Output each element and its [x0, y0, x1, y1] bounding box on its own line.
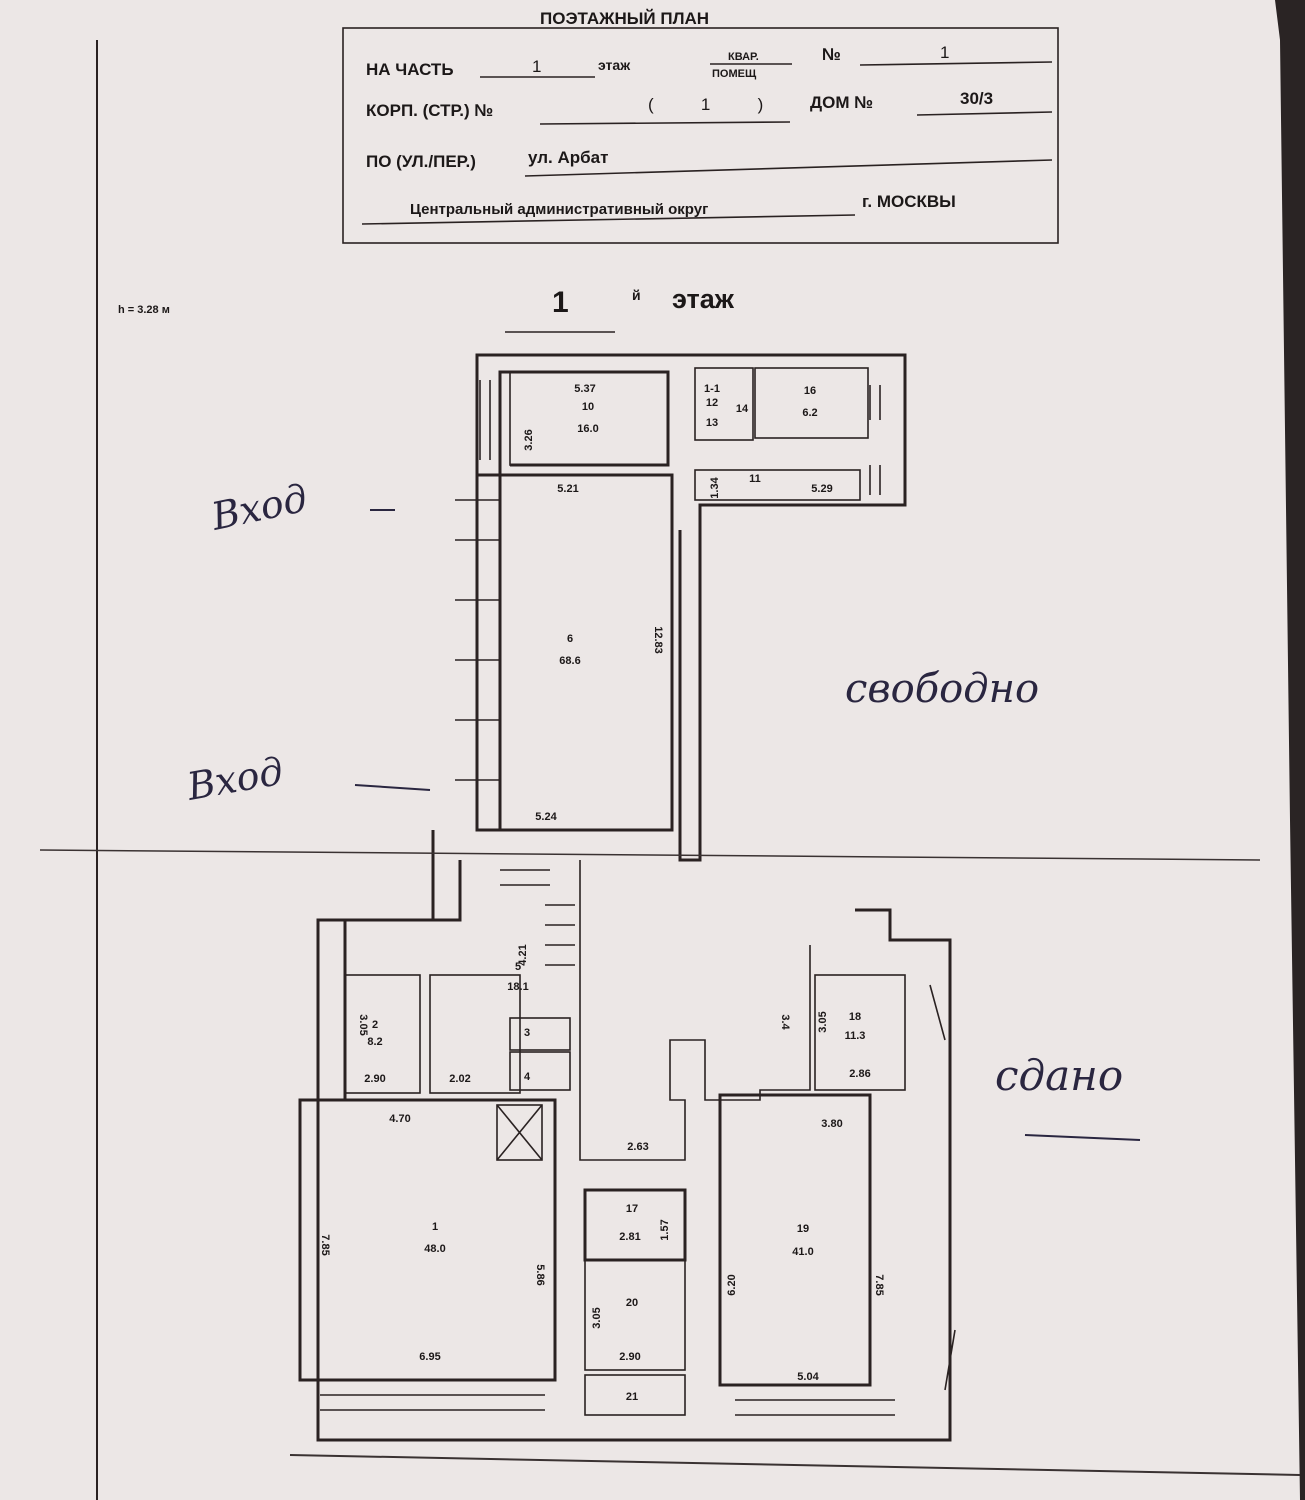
- dimension: 2.90: [364, 1073, 385, 1085]
- room-number: 1: [432, 1221, 438, 1233]
- floor-word: этаж: [672, 284, 735, 314]
- dimension: 4.70: [389, 1113, 410, 1125]
- city-label: г. МОСКВЫ: [862, 192, 956, 211]
- dimension: 4.21: [517, 944, 529, 965]
- dimension: 2.02: [449, 1073, 470, 1085]
- room-area: 8.2: [367, 1036, 382, 1048]
- fold-line: [39, 849, 1261, 861]
- room-label: 12: [706, 397, 718, 409]
- dimension: 3.05: [817, 1011, 829, 1032]
- room-area: 41.0: [792, 1246, 813, 1258]
- dimension: 3.4: [779, 1014, 791, 1030]
- dimension: 2.63: [627, 1141, 648, 1153]
- dimension: 7.85: [873, 1274, 885, 1295]
- dimension: 5.04: [797, 1371, 819, 1383]
- room-number: 19: [797, 1223, 809, 1235]
- na-chast-label: НА ЧАСТЬ: [366, 60, 454, 79]
- dimension: 5.21: [557, 483, 578, 495]
- room-label: 11: [749, 473, 761, 485]
- korp-value: ( 1 ): [648, 95, 763, 114]
- room-label: 1-1: [704, 383, 720, 395]
- dimension: 1.57: [659, 1219, 671, 1240]
- dimension: 2.86: [849, 1068, 870, 1080]
- room-label: 20: [626, 1297, 638, 1309]
- room-label: 13: [706, 417, 718, 429]
- kvar-label: КВАР.: [728, 51, 759, 63]
- header-form: ПОЭТАЖНЫЙ ПЛАН НА ЧАСТЬ 1 этаж КВАР. ПОМ…: [342, 9, 1059, 244]
- room-number: 6.2: [802, 407, 817, 419]
- dom-label: ДОМ №: [810, 93, 873, 112]
- korp-label: КОРП. (СТР.) №: [366, 101, 493, 120]
- dimension: 5.29: [811, 483, 832, 495]
- number-label: №: [822, 45, 841, 64]
- room-label: 4: [524, 1071, 531, 1083]
- handwritten-rented: сдано: [995, 1051, 1123, 1100]
- room-labels: 10 16.0 16 6.2 6 68.6 5 18.1 2 8.2 18 11…: [367, 383, 865, 1403]
- room-label: 17: [626, 1203, 638, 1215]
- dimension-labels: 5.37 3.26 5.21 1.34 5.29 12.83 5.24 4.21…: [319, 383, 885, 1383]
- number-value: 1: [940, 43, 949, 62]
- floor-number: 1: [552, 286, 569, 319]
- dimension: 5.37: [574, 383, 595, 395]
- dom-value: 30/3: [960, 89, 993, 108]
- room-area: 68.6: [559, 655, 580, 667]
- dimension: 3.05: [591, 1307, 603, 1328]
- handwritten-free: свободно: [845, 666, 1039, 712]
- dimension: 3.26: [523, 429, 535, 450]
- room-number: 18: [849, 1011, 861, 1023]
- room-area: 18.1: [507, 981, 528, 993]
- room-label: 3: [524, 1027, 530, 1039]
- room-number: 10: [582, 401, 594, 413]
- dimension: 5.86: [534, 1264, 546, 1285]
- dimension: 5.24: [535, 811, 557, 823]
- street-label: ПО (УЛ./ПЕР.): [366, 152, 476, 171]
- dimension: 7.85: [319, 1234, 331, 1255]
- form-title: ПОЭТАЖНЫЙ ПЛАН: [540, 9, 709, 28]
- dimension: 2.90: [619, 1351, 640, 1363]
- dimension: 12.83: [652, 626, 664, 654]
- room-area: 48.0: [424, 1243, 445, 1255]
- street-value: ул. Арбат: [528, 148, 608, 167]
- dimension: 3.05: [357, 1014, 369, 1035]
- dimension: 6.95: [419, 1351, 440, 1363]
- room-number: 5: [515, 961, 521, 973]
- floor-value: 1: [532, 57, 541, 76]
- dimension: 6.20: [726, 1274, 738, 1295]
- dimension: 1.34: [709, 476, 721, 498]
- room-label: 21: [626, 1391, 638, 1403]
- dimension: 2.81: [619, 1231, 640, 1243]
- floor-label: этаж: [598, 57, 631, 73]
- floor-suffix: й: [632, 287, 641, 303]
- pomeshch-label: ПОМЕЩ: [712, 68, 757, 80]
- room-number: 6: [567, 633, 573, 645]
- dimension: 3.80: [821, 1118, 842, 1130]
- district-value: Центральный административный округ: [410, 201, 708, 218]
- ceiling-height-note: h = 3.28 м: [118, 304, 170, 316]
- room-area: 11.3: [845, 1030, 866, 1042]
- room-number: 2: [372, 1019, 378, 1031]
- plan-walls: [298, 353, 956, 1442]
- room-area: 16.0: [577, 423, 598, 435]
- room-number: 16: [804, 385, 816, 397]
- room-label: 14: [736, 403, 749, 415]
- fold-line-bottom: [289, 1454, 1301, 1476]
